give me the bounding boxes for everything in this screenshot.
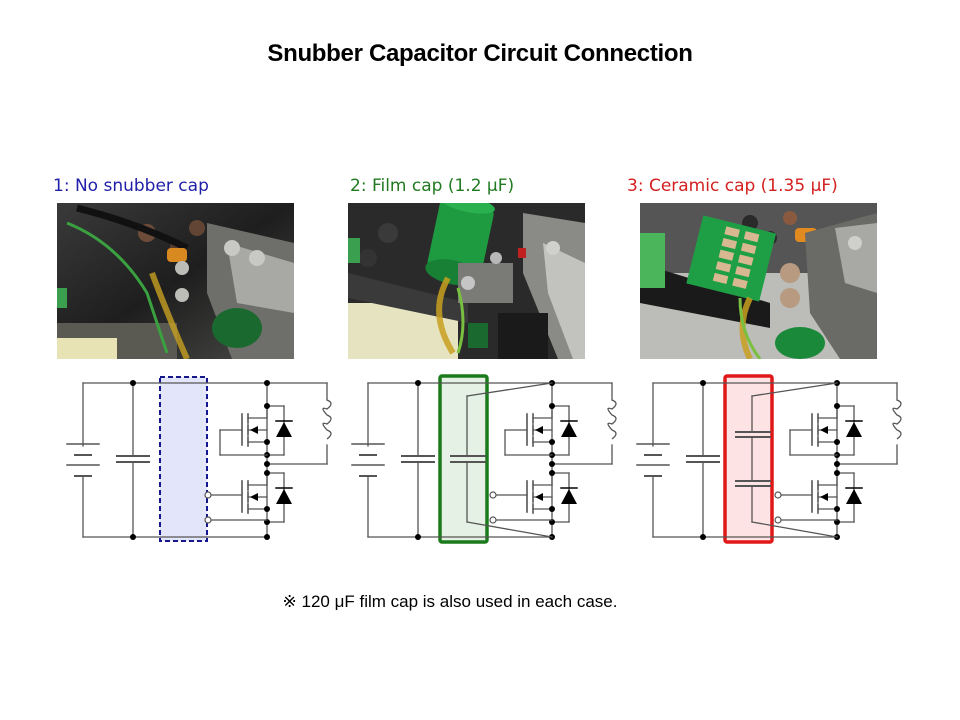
diode-icon <box>276 489 292 504</box>
snubber-lead <box>466 521 553 538</box>
junction-dot <box>415 380 421 386</box>
mosfet-icon <box>811 403 863 458</box>
arrow-icon <box>250 493 258 501</box>
terminal-circle <box>489 491 497 499</box>
arrow-icon <box>250 426 258 434</box>
junction-dot <box>264 461 270 467</box>
junction-dot <box>549 470 555 476</box>
snubber-highlight-box <box>723 374 774 544</box>
photo-ceramic-cap <box>640 203 877 359</box>
diode-icon <box>846 422 862 437</box>
junction-dot <box>264 403 270 409</box>
diode-icon <box>561 489 577 504</box>
junction-dot <box>700 380 706 386</box>
junction-dot <box>834 506 840 512</box>
snubber-highlight-box <box>438 374 489 544</box>
snubber-lead <box>751 382 838 397</box>
terminal-circle <box>489 516 497 524</box>
junction-dot <box>415 534 421 540</box>
mosfet-icon <box>241 470 293 525</box>
snubber-lead <box>466 382 553 397</box>
diode-icon <box>276 422 292 437</box>
inductor-icon <box>322 399 332 440</box>
snubber-highlight-box <box>159 376 208 542</box>
junction-dot <box>264 380 270 386</box>
junction-dot <box>834 461 840 467</box>
snubber-lead <box>751 521 838 538</box>
circuit-film-cap <box>351 374 617 544</box>
terminal-circle <box>204 516 212 524</box>
terminal-circle <box>204 491 212 499</box>
page-title: Snubber Capacitor Circuit Connection <box>267 40 693 67</box>
junction-dot <box>834 470 840 476</box>
arrow-icon <box>820 493 828 501</box>
junction-dot <box>549 461 555 467</box>
junction-dot <box>549 439 555 445</box>
photo-film-cap <box>348 203 585 359</box>
junction-dot <box>264 534 270 540</box>
junction-dot <box>549 506 555 512</box>
circuit-no-snubber <box>66 376 332 542</box>
inductor-icon <box>892 399 902 440</box>
arrow-icon <box>535 426 543 434</box>
circuit-ceramic-cap <box>636 374 902 544</box>
photo-no-snubber <box>57 203 294 359</box>
terminal-circle <box>774 516 782 524</box>
junction-dot <box>834 439 840 445</box>
arrow-icon <box>535 493 543 501</box>
junction-dot <box>834 403 840 409</box>
mosfet-icon <box>526 470 578 525</box>
junction-dot <box>264 506 270 512</box>
terminal-circle <box>774 491 782 499</box>
inductor-icon <box>607 399 617 440</box>
junction-dot <box>130 534 136 540</box>
footnote: ※ 120 μF film cap is also used in each c… <box>282 592 618 611</box>
diode-icon <box>561 422 577 437</box>
junction-dot <box>130 380 136 386</box>
case-label-film-cap: 2: Film cap (1.2 μF) <box>350 176 515 196</box>
junction-dot <box>264 470 270 476</box>
case-label-no-snubber: 1: No snubber cap <box>53 176 209 196</box>
case-label-ceramic-cap: 3: Ceramic cap (1.35 μF) <box>627 176 838 196</box>
arrow-icon <box>820 426 828 434</box>
mosfet-icon <box>526 403 578 458</box>
junction-dot <box>549 403 555 409</box>
junction-dot <box>264 439 270 445</box>
junction-dot <box>700 534 706 540</box>
diode-icon <box>846 489 862 504</box>
